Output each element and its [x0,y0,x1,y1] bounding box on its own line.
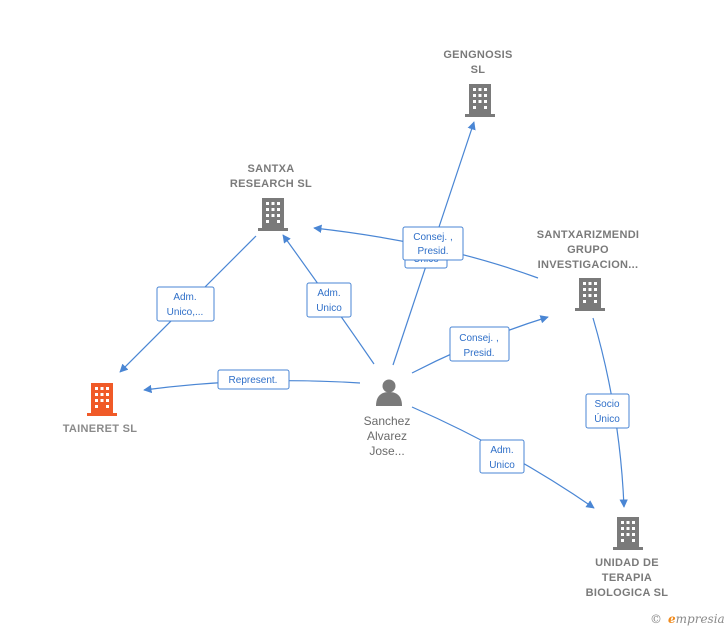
node-unidad-terapia[interactable]: UNIDAD DE TERAPIA BIOLOGICA SL [586,517,669,599]
node-label: TERAPIA [602,572,652,584]
node-label: Alvarez [367,429,407,443]
edge-label-text: Unico,... [167,307,204,318]
person-icon [376,379,402,406]
node-gengnosis[interactable]: GENGNOSIS SL [443,49,512,117]
edge-label-sanchez-gengnosis[interactable]: Consej. , Presid. [402,226,464,261]
edge-label-santxa-taineret[interactable]: Adm. Unico,... [156,286,215,322]
edge-label-text: Presid. [417,246,448,257]
edge-label-text: Presid. [463,348,494,359]
copyright-symbol: © [650,612,662,626]
node-santxarizmendi[interactable]: SANTXARIZMENDI GRUPO INVESTIGACION... [537,229,640,311]
edge-label-text: Adm. [317,288,340,299]
edge-label-text: Adm. [490,445,513,456]
edge-label-sanchez-santxa[interactable]: Adm. Unico [306,282,352,318]
building-icon [575,278,605,311]
node-label: GRUPO [567,244,609,256]
edge-label-text: Represent. [229,375,278,386]
node-label: RESEARCH SL [230,178,312,190]
node-taineret[interactable]: TAINERET SL [63,383,138,435]
node-sanchez-alvarez-jose[interactable]: Sanchez Alvarez Jose... [364,379,411,459]
edge-label-text: Socio [594,399,619,410]
node-label: SANTXARIZMENDI [537,229,640,241]
edge-label-text: Unico [489,460,515,471]
edge-label-text: Adm. [173,292,196,303]
nodes-layer: GENGNOSIS SL SANTXA RESEARCH SL [63,49,669,599]
node-label: SL [471,64,486,76]
edge-labels: Unico Consej. , Presid. Adm. Unico Adm. … [156,226,630,474]
node-label: INVESTIGACION... [538,259,639,271]
building-icon [258,198,288,231]
edge-label-text: Unico [316,303,342,314]
edge-label-sanchez-taineret[interactable]: Represent. [217,369,290,390]
node-label: UNIDAD DE [595,557,659,569]
edge-label-text: Consej. , [413,232,452,243]
edge-label-text: Consej. , [459,333,498,344]
edge-label-santxarizmendi-unidad[interactable]: Socio Único [585,393,630,429]
building-icon [613,517,643,550]
node-label: BIOLOGICA SL [586,587,669,599]
node-label: Sanchez [364,414,411,428]
brand-watermark: © empresia [650,612,725,626]
node-label: Jose... [369,444,404,458]
node-label: TAINERET SL [63,423,138,435]
edge-label-sanchez-santxarizmendi[interactable]: Consej. , Presid. [449,326,510,362]
node-label: GENGNOSIS [443,49,512,61]
building-icon [87,383,117,416]
brand-name: empresia [668,612,725,626]
building-icon [465,84,495,117]
node-santxa-research[interactable]: SANTXA RESEARCH SL [230,163,312,231]
node-label: SANTXA [247,163,294,175]
edge-label-sanchez-unidad[interactable]: Adm. Unico [479,439,525,474]
edge-label-text: Único [594,412,620,425]
